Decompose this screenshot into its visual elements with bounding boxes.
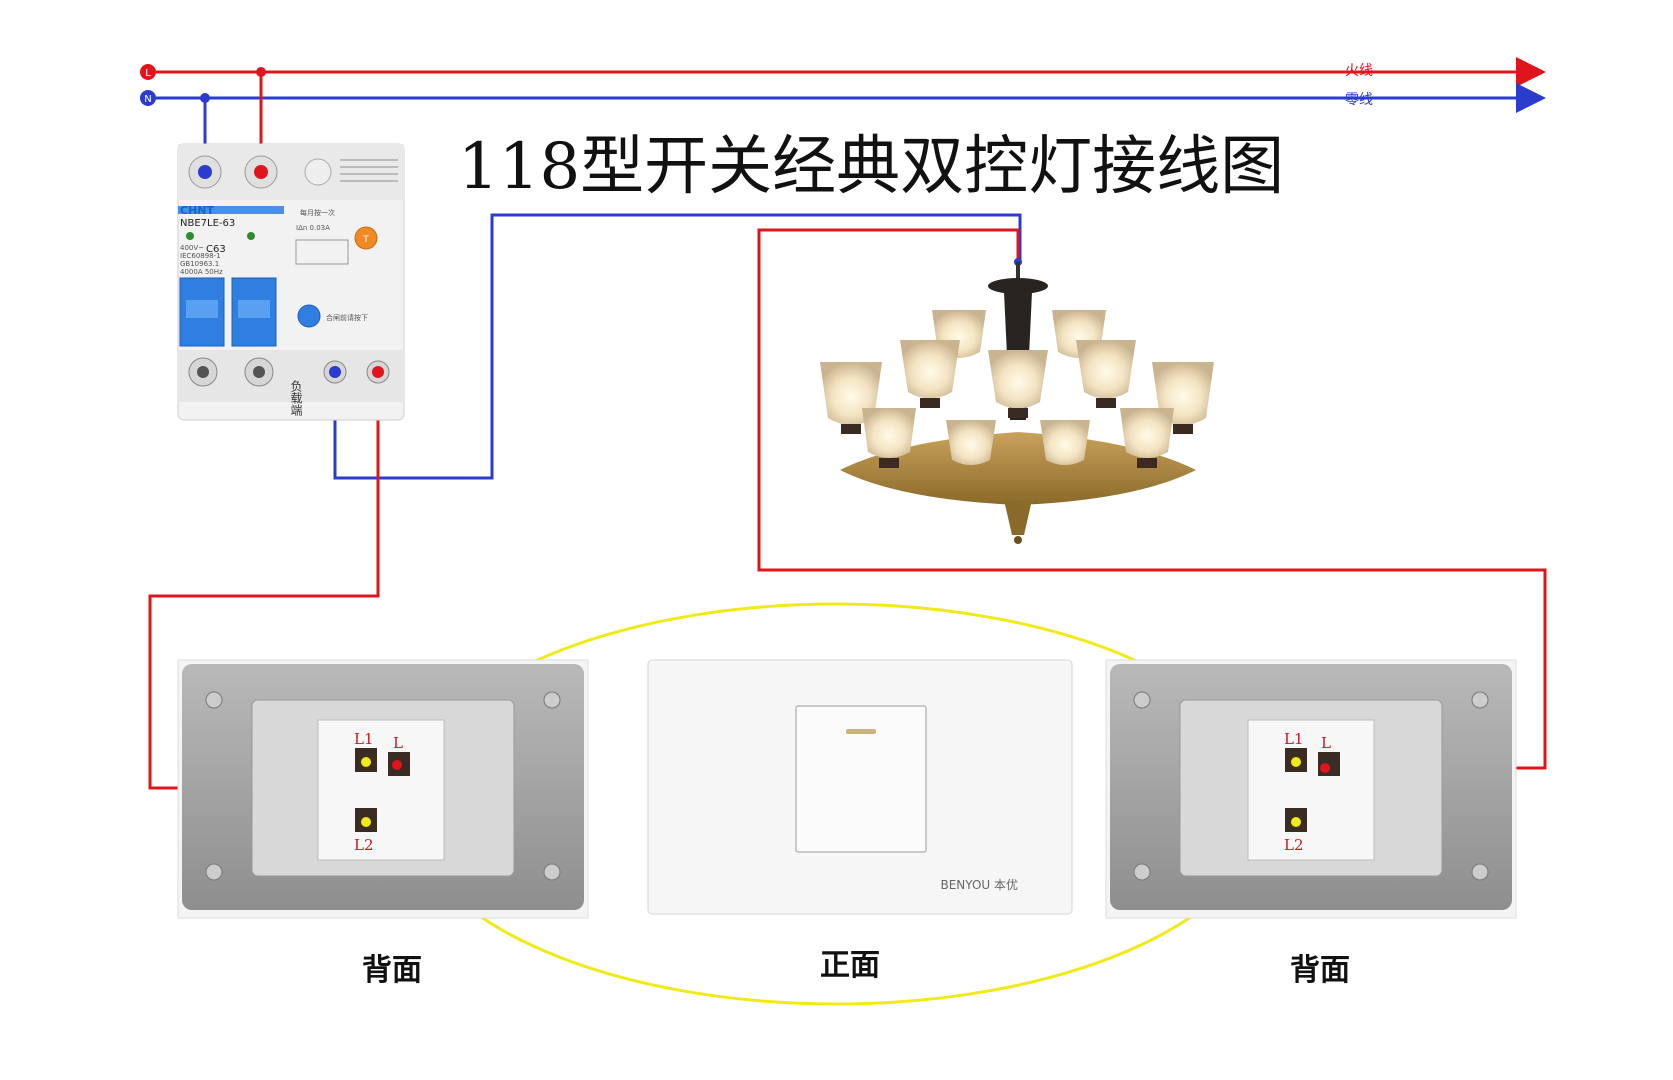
wire-lamp-to-right-switch (757, 228, 1547, 770)
left-switch-l1-label: L1 (354, 730, 374, 748)
caption-left-back: 背面 (362, 953, 422, 988)
right-switch-l1-label: L1 (1284, 730, 1304, 748)
breaker-rating: C63 (206, 244, 226, 255)
left-switch-back: L1 L L2 (177, 659, 589, 919)
right-switch-back: L1 L L2 (1105, 659, 1517, 919)
live-bus-label: 火线 (1345, 63, 1373, 79)
breaker-test-note: 每月按一次 (300, 208, 335, 217)
live-bus: L 火线 (140, 57, 1546, 87)
page-title: 118型开关经典双控灯接线图 (458, 130, 1284, 204)
caption-right-back: 背面 (1290, 953, 1350, 988)
neutral-bus: N 零线 (140, 83, 1546, 113)
breaker-leakage: IΔn 0.03A (296, 224, 330, 232)
wire-neutral-to-lamp (333, 213, 1022, 480)
breaker-trip-note: 合闸前请按下 (326, 313, 368, 322)
breaker-load-label: 负载端 (289, 380, 303, 417)
circuit-breaker: CHNT NBE7LE-63 C63 400V~ IEC60898-1 GB10… (177, 143, 405, 421)
chandelier (820, 258, 1214, 544)
neutral-bus-letter: N (144, 94, 151, 105)
right-switch-l2-label: L2 (1284, 836, 1304, 854)
right-switch-l-label: L (1321, 734, 1331, 752)
center-switch-front: BENYOU 本优 (647, 659, 1073, 915)
svg-text:T: T (362, 235, 369, 245)
breaker-spec-4: 4000A 50Hz (180, 268, 223, 276)
live-bus-letter: L (145, 68, 151, 79)
breaker-spec-3: GB10963.1 (180, 260, 219, 268)
left-switch-l2-label: L2 (354, 836, 374, 854)
left-switch-l-label: L (393, 734, 403, 752)
neutral-bus-label: 零线 (1345, 92, 1373, 108)
breaker-brand: CHNT (180, 204, 214, 217)
breaker-specs: 400V~ IEC60898-1 GB10963.1 4000A 50Hz (180, 244, 223, 276)
breaker-spec-2: IEC60898-1 (180, 252, 221, 260)
caption-center-front: 正面 (820, 948, 880, 983)
panel-brand: BENYOU 本优 (940, 878, 1018, 892)
breaker-model: NBE7LE-63 (180, 218, 235, 229)
breaker-spec-1: 400V~ (180, 244, 204, 252)
